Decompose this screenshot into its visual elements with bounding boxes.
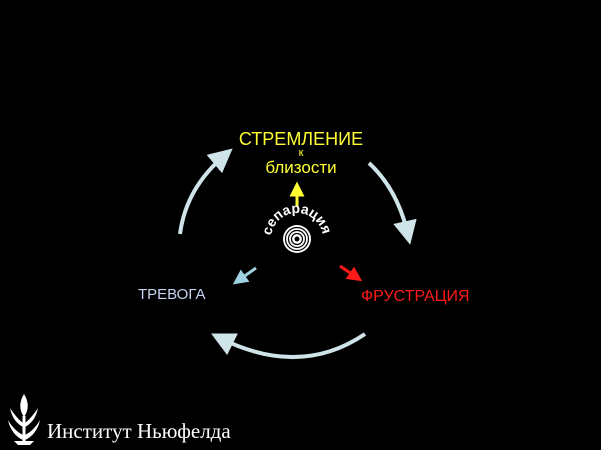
goal-line-3: близости [265,158,337,177]
cycle-arrow-left [178,148,233,235]
goal-label: СТРЕМЛЕНИЕ к близости [230,130,372,176]
arrow-left-blue [232,266,257,285]
frustration-label: ФРУСТРАЦИЯ [361,288,470,305]
separation-symbol: сепарация [258,200,335,253]
institute-logo-icon [8,394,40,445]
anxiety-label: ТРЕВОГА [138,286,206,303]
goal-line-1: СТРЕМЛЕНИЕ [238,129,364,149]
goal-line-2: к [298,147,304,159]
cycle-arrow-bottom [211,332,367,360]
institute-name: Институт Ньюфелда [47,419,231,443]
cycle-arrow-top-right [367,161,417,245]
arrow-right-red [339,264,363,282]
